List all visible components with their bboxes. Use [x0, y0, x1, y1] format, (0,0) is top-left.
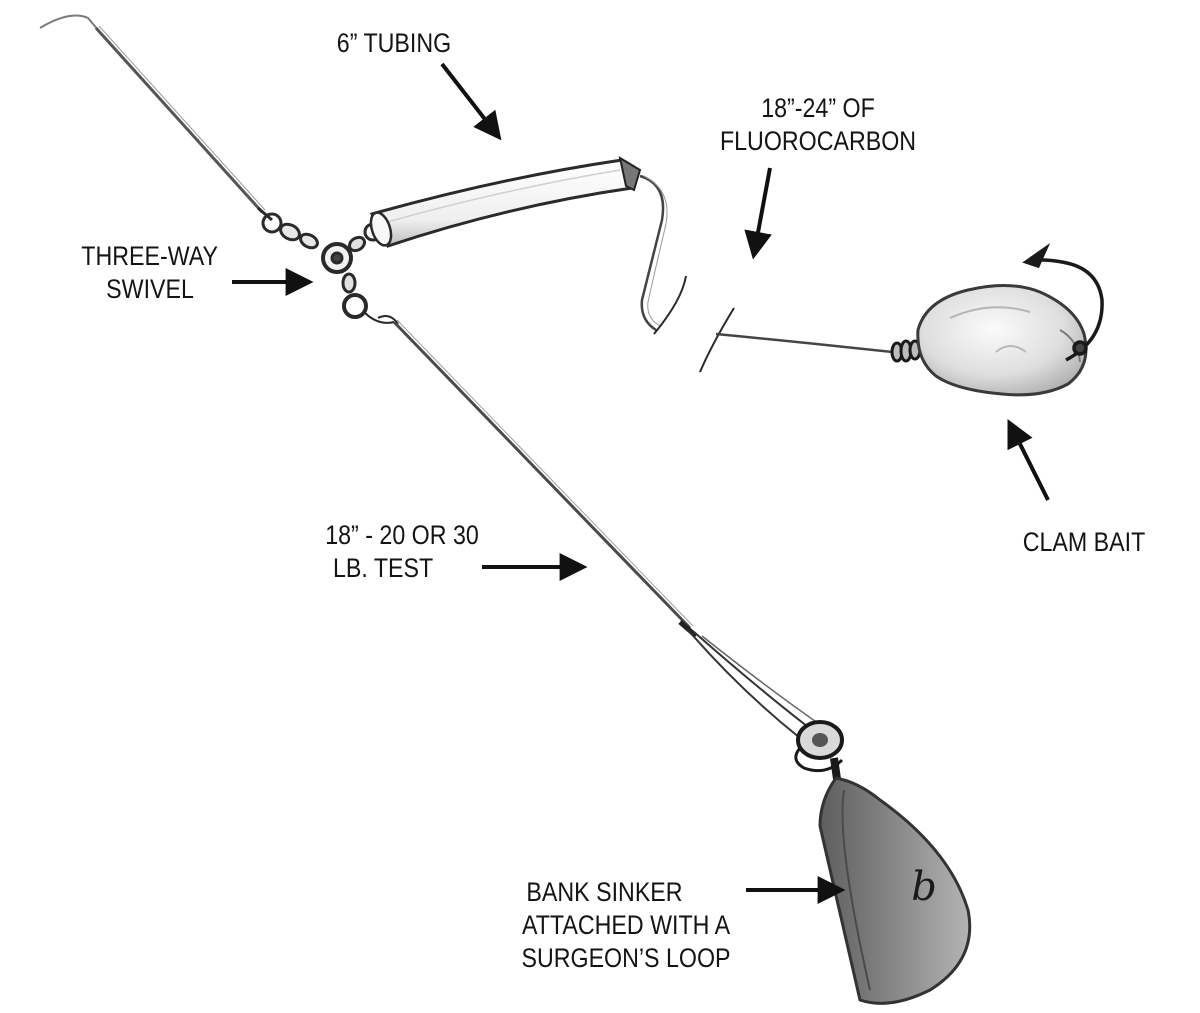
label-swivel: THREE-WAY SWIVEL: [46, 240, 218, 306]
label-bank-sinker: BANK SINKER ATTACHED WITH A SURGEON’S LO…: [509, 876, 743, 975]
label-fluorocarbon-line-2: FLUOROCARBON: [719, 126, 917, 156]
label-bank-sinker-line-1: BANK SINKER: [526, 877, 683, 907]
bait-knot: [890, 339, 922, 363]
label-bank-sinker-line-3: SURGEON’S LOOP: [521, 943, 731, 973]
three-way-swivel: [257, 206, 399, 325]
label-swivel-line-1: THREE-WAY: [81, 241, 218, 271]
label-tubing-line-1: 6” TUBING: [336, 28, 452, 58]
clam-bait: [916, 283, 1088, 397]
main-line: [39, 14, 266, 214]
label-bank-sinker-line-2: ATTACHED WITH A: [521, 910, 731, 940]
bank-sinker: [794, 720, 972, 1005]
fluorocarbon-leader: [639, 174, 893, 373]
label-fluorocarbon-line-1: 18”-24” OF: [761, 93, 875, 123]
clam-arrow: [1007, 418, 1050, 501]
callout-arrows: [232, 62, 1050, 904]
sinker-line: [392, 319, 823, 739]
label-fluorocarbon: 18”-24” OF FLUOROCARBON: [706, 92, 930, 158]
hook: [1022, 242, 1104, 362]
label-line-test: 18” - 20 OR 30 LB. TEST: [307, 519, 496, 585]
label-clam-bait: CLAM BAIT: [1007, 526, 1162, 559]
label-swivel-line-2: SWIVEL: [106, 274, 194, 304]
tubing: [369, 155, 642, 248]
label-clam-bait-line-1: CLAM BAIT: [1022, 527, 1146, 557]
label-tubing: 6” TUBING: [325, 27, 463, 60]
fluorocarbon-arrow: [744, 167, 772, 260]
sinker-mark: b: [911, 864, 937, 910]
tubing-arrow: [440, 62, 502, 141]
label-line-test-line-1: 18” - 20 OR 30: [325, 520, 479, 550]
label-line-test-line-2: LB. TEST: [332, 553, 434, 583]
